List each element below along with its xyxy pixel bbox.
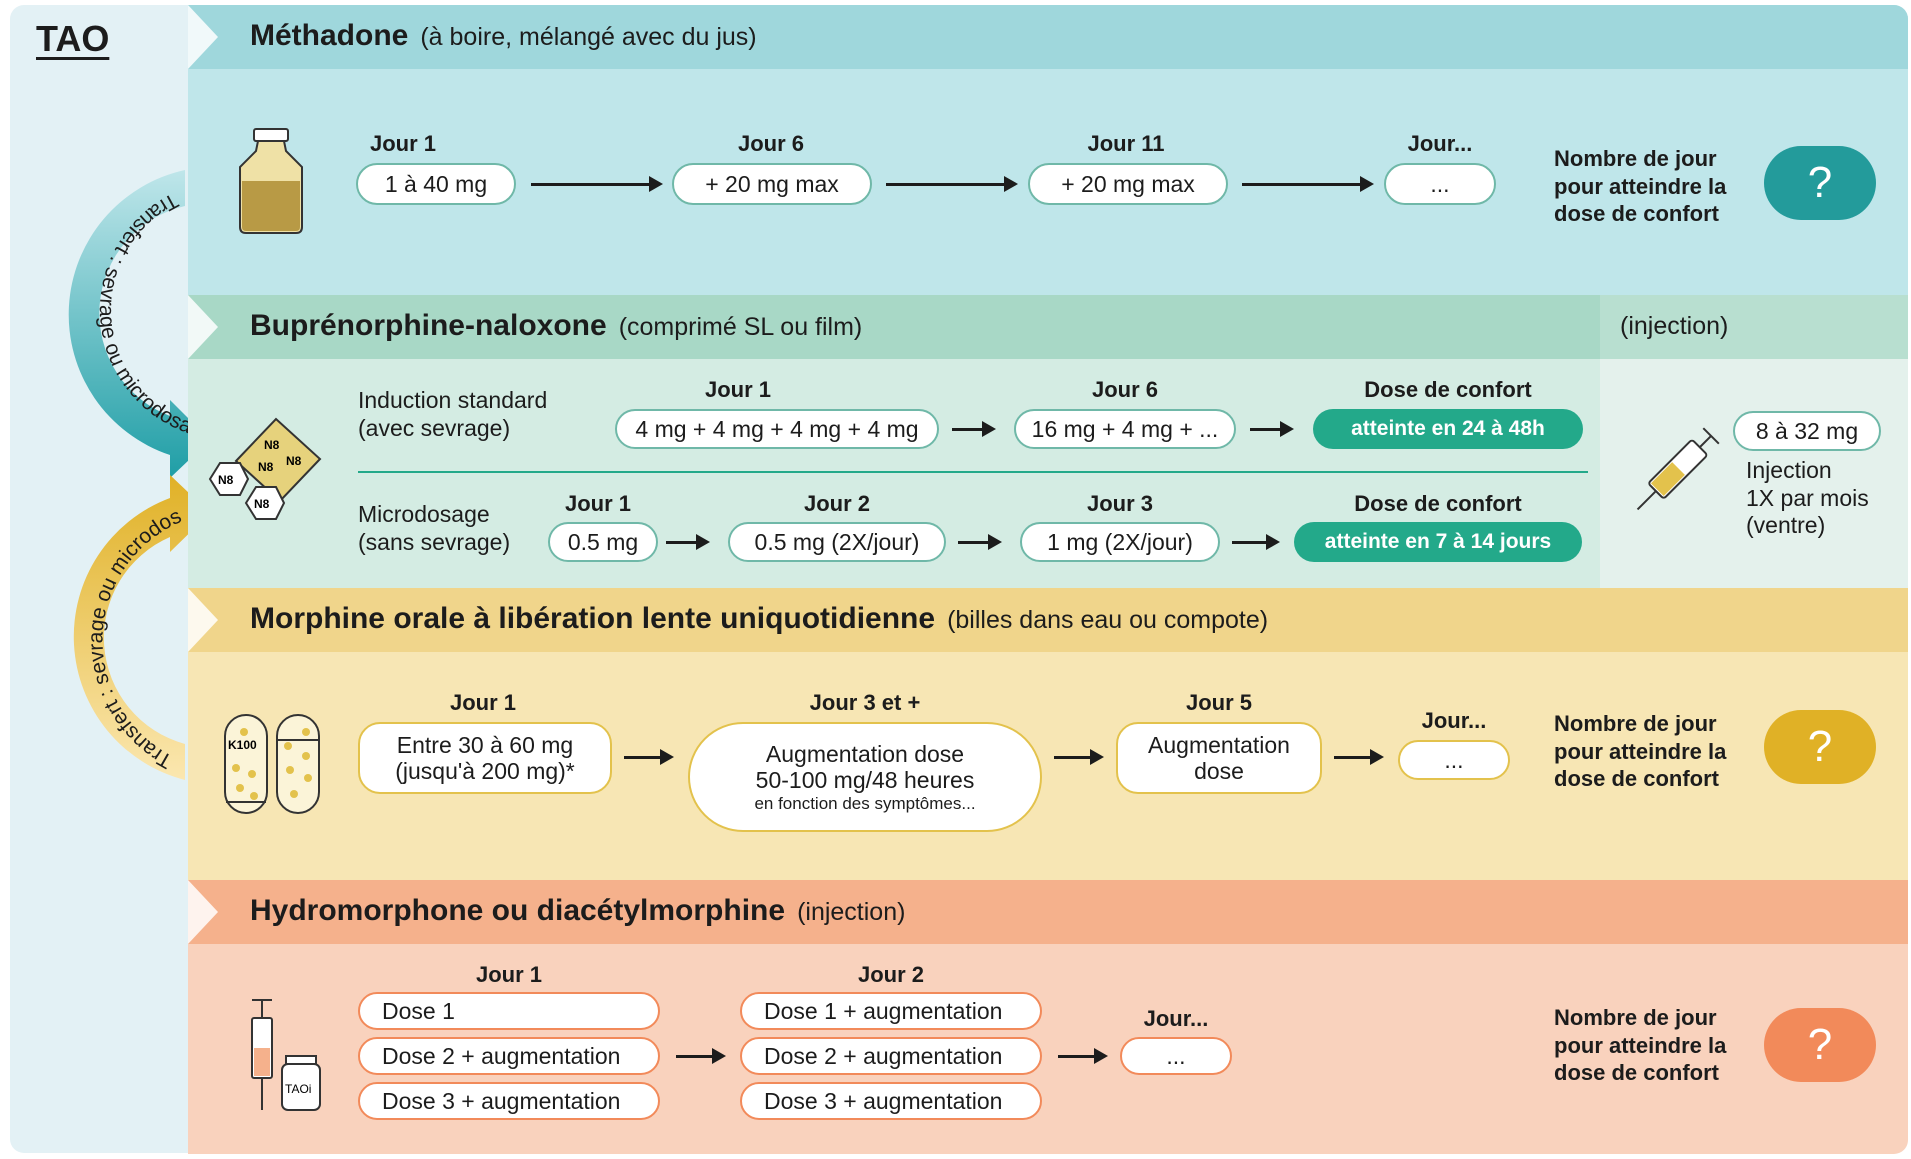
hydromorphone-subtitle: (injection) [797, 898, 906, 926]
morphine-dayn-value: ... [1398, 740, 1510, 780]
injection-header: (injection) [1600, 295, 1908, 359]
buprenorphine-header: Buprénorphine-naloxone (comprimé SL ou fi… [188, 295, 1600, 359]
methadone-day6-label: Jour 6 [737, 131, 805, 156]
bottle-icon [239, 128, 303, 234]
hydro-question-button[interactable]: ? [1764, 1008, 1876, 1082]
hydro-day2-label: Jour 2 [857, 962, 925, 987]
injection-title: (injection) [1620, 312, 1729, 340]
hydro-day1-label: Jour 1 [475, 962, 543, 987]
arrow [676, 1048, 726, 1064]
arrow [1058, 1048, 1108, 1064]
morphine-header: Morphine orale à libération lente uniquo… [188, 588, 1908, 652]
methadone-day1-label: Jour 1 [369, 131, 437, 156]
micro-label: Microdosage(sans sevrage) [358, 501, 511, 555]
arrow [1334, 749, 1384, 765]
morphine-title: Morphine orale à libération lente uniquo… [250, 602, 936, 635]
hydro-dayn-value: ... [1120, 1037, 1232, 1075]
methadone-dayn-label: Jour... [1407, 131, 1473, 156]
methadone-section: Méthadone(à boire, mélangé avec du jus) … [188, 5, 1908, 295]
svg-text:N8: N8 [218, 473, 234, 487]
arrow [531, 176, 663, 192]
arc-bottom-shape [73, 475, 210, 780]
standard-confort-label: Dose de confort [1364, 377, 1532, 402]
arrow [1054, 749, 1104, 765]
arrow [1242, 176, 1374, 192]
arrow [1232, 534, 1280, 550]
morphine-day5-label: Jour 5 [1185, 690, 1253, 715]
hydro-day1-dose3: Dose 3 + augmentation [358, 1082, 660, 1120]
methadone-day11-label: Jour 11 [1087, 131, 1165, 156]
arrow [666, 534, 710, 550]
arrow [886, 176, 1018, 192]
methadone-day11-value: + 20 mg max [1028, 163, 1228, 205]
methadone-day6-value: + 20 mg max [672, 163, 872, 205]
svg-text:N8: N8 [264, 438, 280, 452]
arrow [952, 421, 996, 437]
morphine-section: Morphine orale à libération lente uniquo… [188, 588, 1908, 880]
arrow [624, 749, 674, 765]
row-divider [358, 471, 1588, 473]
capsule-icon: K100 [224, 714, 320, 814]
hydromorphone-title: Hydromorphone ou diacétylmorphine [250, 894, 786, 927]
micro-confort-label: Dose de confort [1354, 491, 1522, 516]
injection-panel [1600, 359, 1908, 588]
hydro-day2-dose3: Dose 3 + augmentation [740, 1082, 1042, 1120]
methadone-title: Méthadone [250, 19, 409, 52]
methadone-question-button[interactable]: ? [1764, 146, 1876, 220]
arrow [1250, 421, 1294, 437]
transfer-arcs: Transfert : sevrage ou microdosage Trans… [20, 150, 210, 780]
micro-day1-label: Jour 1 [564, 491, 632, 516]
methadone-subtitle: (à boire, mélangé avec du jus) [420, 23, 757, 51]
micro-day3-value: 1 mg (2X/jour) [1020, 522, 1220, 562]
hydro-day1-dose2: Dose 2 + augmentation [358, 1037, 660, 1075]
buprenorphine-subtitle: (comprimé SL ou film) [618, 313, 863, 341]
injection-dose: 8 à 32 mg [1733, 411, 1881, 451]
micro-day3-label: Jour 3 [1086, 491, 1154, 516]
standard-day1-value: 4 mg + 4 mg + 4 mg + 4 mg [615, 409, 939, 449]
standard-confort-value: atteinte en 24 à 48h [1313, 409, 1583, 449]
micro-confort-value: atteinte en 7 à 14 jours [1294, 522, 1582, 562]
morphine-question-button[interactable]: ? [1764, 710, 1876, 784]
svg-text:N8: N8 [254, 497, 270, 511]
syringe-vial-icon: TAOi [251, 999, 321, 1111]
svg-text:TAOi: TAOi [285, 1082, 311, 1096]
standard-day6-label: Jour 6 [1091, 377, 1159, 402]
svg-text:K100: K100 [228, 738, 257, 752]
hydro-day2-dose1: Dose 1 + augmentation [740, 992, 1042, 1030]
methadone-day1-value: 1 à 40 mg [356, 163, 516, 205]
hydromorphone-header: Hydromorphone ou diacétylmorphine (inject… [188, 880, 1908, 944]
standard-day6-value: 16 mg + 4 mg + ... [1014, 409, 1236, 449]
tao-title: TAO [36, 18, 110, 59]
morphine-day1-label: Jour 1 [449, 690, 517, 715]
micro-day2-label: Jour 2 [803, 491, 871, 516]
arc-top-shape [68, 170, 210, 478]
hydro-day1-dose1: Dose 1 [358, 992, 660, 1030]
methadone-dayn-value: ... [1384, 163, 1496, 205]
morphine-dayn-label: Jour... [1421, 708, 1487, 733]
hydromorphone-section: Hydromorphone ou diacétylmorphine (inject… [188, 880, 1908, 1154]
morphine-day3-label: Jour 3 et + [809, 690, 921, 715]
morphine-subtitle: (billes dans eau ou compote) [947, 606, 1269, 634]
buprenorphine-section: Buprénorphine-naloxone (comprimé SL ou fi… [188, 295, 1908, 588]
standard-day1-label: Jour 1 [704, 377, 772, 402]
micro-day1-value: 0.5 mg [548, 522, 658, 562]
standard-label: Induction standard(avec sevrage) [358, 387, 548, 441]
svg-text:N8: N8 [258, 460, 274, 474]
syringe-icon [1636, 427, 1720, 511]
arrow [958, 534, 1002, 550]
svg-text:N8: N8 [286, 454, 302, 468]
methadone-header: Méthadone (à boire, mélangé avec du jus) [188, 5, 1908, 69]
morphine-day1-value: Entre 30 à 60 mg(jusqu'à 200 mg)* [358, 722, 612, 794]
buprenorphine-title: Buprénorphine-naloxone [250, 309, 607, 342]
tablet-icon: N8 N8 N8 N8 N8 [208, 417, 322, 520]
hydro-dayn-label: Jour... [1143, 1006, 1209, 1031]
hydro-day2-dose2: Dose 2 + augmentation [740, 1037, 1042, 1075]
micro-day2-value: 0.5 mg (2X/jour) [728, 522, 946, 562]
